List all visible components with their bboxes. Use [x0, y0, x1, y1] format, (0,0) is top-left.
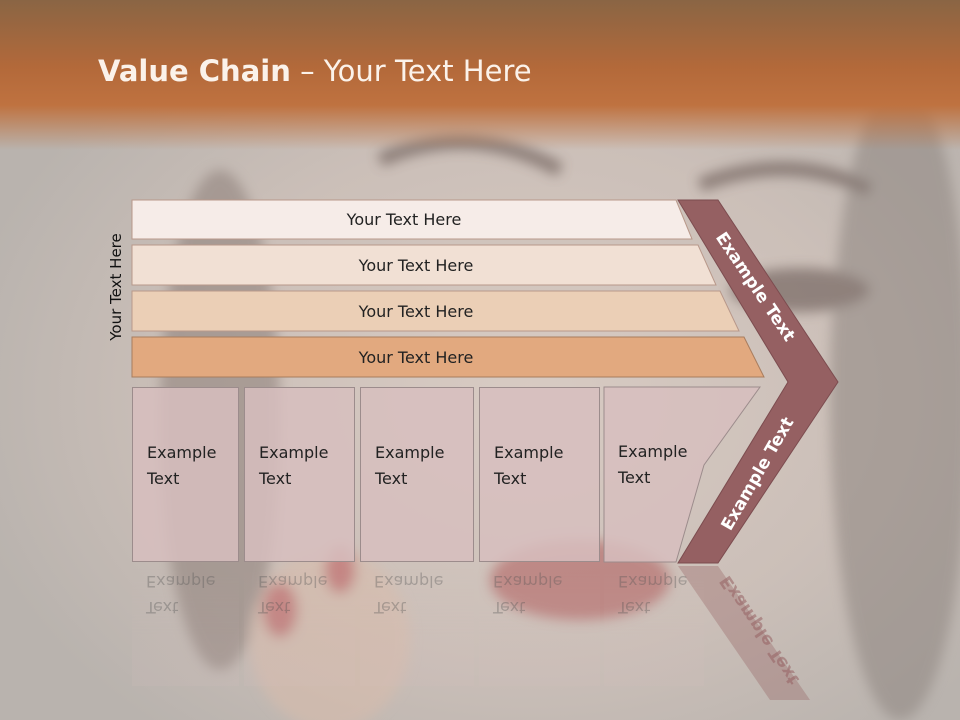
- bar-1-shape: [131, 199, 693, 240]
- column-3-reflection-line1: Text: [374, 598, 407, 617]
- bar-2-shape: [131, 244, 717, 286]
- column-2-reflection-line2: Example: [258, 572, 328, 591]
- bar-2-label: Your Text Here: [358, 255, 474, 275]
- bar-3: Your Text Here: [132, 292, 716, 330]
- bar-4-label: Your Text Here: [358, 347, 474, 367]
- bar-1-label: Your Text Here: [346, 209, 462, 229]
- column-4-reflection: Text Example: [479, 566, 600, 686]
- column-4-line1: Example: [494, 443, 564, 462]
- column-1-reflection: Text Example: [132, 566, 239, 686]
- column-5-reflection-line2: Example: [618, 572, 688, 591]
- title-banner: [0, 0, 960, 150]
- column-5-line1: Example: [618, 442, 688, 461]
- bar-3-label: Your Text Here: [358, 301, 474, 321]
- column-2-reflection: Text Example: [244, 566, 355, 686]
- bar-4: Your Text Here: [132, 338, 716, 376]
- slide-title: Value Chain – Your Text Here: [98, 54, 532, 88]
- column-4-reflection-line2: Example: [493, 572, 563, 591]
- bar-2: Your Text Here: [132, 246, 716, 284]
- column-1-reflection-line1: Text: [146, 598, 179, 617]
- column-5-line2: Text: [618, 468, 651, 487]
- chevron-shape: [677, 199, 839, 564]
- column-5-reflection: Text Example: [604, 566, 704, 686]
- column-4-line2: Text: [494, 469, 527, 488]
- column-5-reflection-line1: Text: [618, 598, 651, 617]
- column-5-shape: [603, 386, 761, 563]
- slide-title-rest: – Your Text Here: [290, 54, 532, 88]
- column-3-reflection: Text Example: [360, 566, 474, 686]
- column-2-reflection-line1: Text: [258, 598, 291, 617]
- chevron-reflection: [678, 566, 810, 700]
- column-3-line1: Example: [375, 443, 445, 462]
- slide-title-bold: Value Chain: [98, 54, 291, 88]
- column-3-reflection-line2: Example: [374, 572, 444, 591]
- column-3-line2: Text: [375, 469, 408, 488]
- bar-3-shape: [131, 290, 740, 332]
- column-1-line2: Text: [147, 469, 180, 488]
- column-2-line2: Text: [259, 469, 292, 488]
- bar-1: Your Text Here: [132, 200, 692, 238]
- column-1-line1: Example: [147, 443, 217, 462]
- column-1-reflection-line2: Example: [146, 572, 216, 591]
- bar-4-shape: [131, 336, 765, 378]
- column-2-line1: Example: [259, 443, 329, 462]
- column-4-reflection-line1: Text: [493, 598, 526, 617]
